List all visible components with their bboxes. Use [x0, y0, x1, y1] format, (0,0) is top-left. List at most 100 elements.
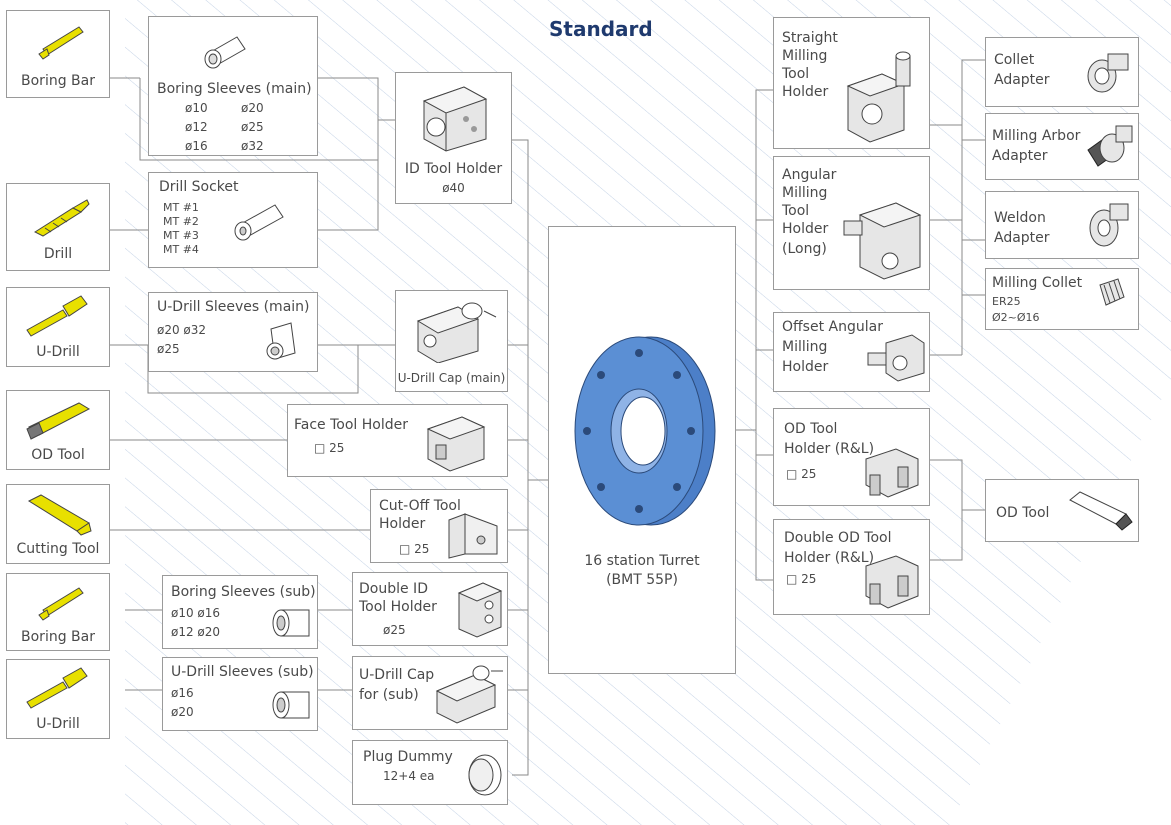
- udrill-sleeves-sub-card[interactable]: U-Drill Sleeves (sub) ø16 ø20: [162, 657, 318, 731]
- od-tool-icon: [1069, 491, 1133, 531]
- card-title: Milling Arbor: [992, 128, 1081, 144]
- od-tool-icon: [26, 402, 91, 440]
- size-value: ø16: [185, 139, 208, 153]
- size-value: □ 25: [399, 542, 430, 556]
- udrill-sleeves-main-card[interactable]: U-Drill Sleeves (main) ø20 ø32 ø25: [148, 292, 318, 372]
- plug-dummy-card[interactable]: Plug Dummy 12+4 ea: [352, 740, 508, 805]
- size-value: MT #1: [163, 201, 199, 214]
- tool-label: Boring Bar: [21, 73, 95, 89]
- double-id-holder-card[interactable]: Double ID Tool Holder ø25: [352, 572, 508, 646]
- tool-label: Drill: [43, 246, 73, 262]
- collet-adapter-icon: [1087, 53, 1129, 93]
- face-tool-holder-icon: [426, 416, 486, 472]
- card-title: Milling: [782, 48, 828, 64]
- card-title: Holder: [782, 221, 829, 237]
- tool-label: U-Drill: [36, 344, 80, 360]
- tool-label: OD Tool: [31, 447, 85, 463]
- size-value: ø10 ø16: [171, 606, 221, 620]
- card-title: Holder (R&L): [784, 441, 875, 457]
- straight-milling-holder-card[interactable]: Straight Milling Tool Holder: [773, 17, 930, 149]
- double-od-holder-card[interactable]: Double OD Tool Holder (R&L) □ 25: [773, 519, 930, 615]
- card-title: U-Drill Cap: [359, 667, 435, 683]
- boring-bar-icon: [38, 587, 84, 621]
- drill-socket-icon: [234, 204, 284, 241]
- size-value: ø12 ø20: [171, 625, 221, 639]
- size-value: MT #2: [163, 215, 199, 228]
- cutting-tool-icon: [27, 494, 92, 536]
- card-title: Collet: [994, 52, 1035, 68]
- sleeve-icon: [204, 36, 246, 69]
- plug-dummy-icon: [468, 754, 502, 796]
- card-title: Tool: [782, 66, 810, 82]
- card-title: Drill Socket: [159, 179, 239, 195]
- tool-card-u-drill[interactable]: U-Drill: [6, 287, 110, 367]
- od-tool-holder-icon: [865, 448, 919, 498]
- size-value: ø12: [185, 120, 208, 134]
- tool-card-cutting-tool[interactable]: Cutting Tool: [6, 484, 110, 564]
- udrill-cap-main-card[interactable]: U-Drill Cap (main): [395, 290, 508, 392]
- turret-title: 16 station Turret: [584, 553, 700, 569]
- straight-milling-icon: [846, 51, 911, 143]
- drill-icon: [33, 199, 90, 237]
- card-title: Double ID: [359, 581, 428, 597]
- weldon-adapter-icon: [1089, 203, 1129, 247]
- angular-milling-holder-card[interactable]: Angular Milling Tool Holder (Long): [773, 156, 930, 290]
- id-tool-holder-icon: [422, 86, 488, 152]
- cutoff-tool-holder-card[interactable]: Cut-Off Tool Holder □ 25: [370, 489, 508, 563]
- boring-sleeves-main-card[interactable]: Boring Sleeves (main) ø10 ø12 ø16 ø20 ø2…: [148, 16, 318, 156]
- drill-socket-card[interactable]: Drill Socket MT #1 MT #2 MT #3 MT #4: [148, 172, 318, 268]
- udrill-cap-sub-icon: [435, 665, 503, 724]
- turret-icon: [574, 336, 716, 526]
- od-tool-holder-card[interactable]: OD Tool Holder (R&L) □ 25: [773, 408, 930, 506]
- weldon-adapter-card[interactable]: Weldon Adapter: [985, 191, 1139, 259]
- card-title: Tool Holder: [359, 599, 437, 615]
- offset-angular-holder-card[interactable]: Offset Angular Milling Holder: [773, 312, 930, 392]
- milling-collet-card[interactable]: Milling Collet ER25 Ø2~Ø16: [985, 268, 1139, 330]
- card-title: Adapter: [992, 148, 1048, 164]
- size-value: ø25: [157, 342, 180, 356]
- card-title: Milling Collet: [992, 275, 1083, 291]
- card-title: U-Drill Sleeves (sub): [171, 664, 314, 680]
- quantity-value: 12+4 ea: [383, 769, 435, 783]
- milling-arbor-icon: [1087, 125, 1133, 167]
- face-tool-holder-card[interactable]: Face Tool Holder □ 25: [287, 404, 508, 477]
- card-title: Holder: [782, 359, 829, 375]
- size-value: ø20 ø32: [157, 323, 207, 337]
- boring-sleeves-sub-card[interactable]: Boring Sleeves (sub) ø10 ø16 ø12 ø20: [162, 575, 318, 649]
- udrill-cap-icon: [416, 302, 497, 363]
- od-tool-right-card[interactable]: OD Tool: [985, 479, 1139, 542]
- collet-adapter-card[interactable]: Collet Adapter: [985, 37, 1139, 107]
- size-value: ø25: [241, 120, 264, 134]
- tool-card-boring-bar[interactable]: Boring Bar: [6, 10, 110, 98]
- tool-card-boring-bar-sub[interactable]: Boring Bar: [6, 573, 110, 651]
- cutoff-holder-icon: [448, 513, 498, 559]
- size-value: □ 25: [314, 441, 345, 455]
- tool-card-od-tool[interactable]: OD Tool: [6, 390, 110, 470]
- card-title: ID Tool Holder: [404, 161, 503, 177]
- tool-card-u-drill-sub[interactable]: U-Drill: [6, 659, 110, 739]
- tool-label: Cutting Tool: [16, 541, 100, 557]
- size-value: □ 25: [786, 467, 817, 481]
- card-title: Double OD Tool: [784, 530, 892, 546]
- card-title: Adapter: [994, 72, 1050, 88]
- card-title: Milling: [782, 339, 828, 355]
- card-title: Boring Sleeves (sub): [171, 584, 316, 600]
- size-value: ø32: [241, 139, 264, 153]
- tool-label: U-Drill: [36, 716, 80, 732]
- card-title: OD Tool: [784, 421, 838, 437]
- id-tool-holder-card[interactable]: ID Tool Holder ø40: [395, 72, 512, 204]
- udrill-cap-sub-card[interactable]: U-Drill Cap for (sub): [352, 656, 508, 730]
- milling-arbor-adapter-card[interactable]: Milling Arbor Adapter: [985, 113, 1139, 180]
- boring-bar-icon: [38, 26, 84, 60]
- size-value: MT #3: [163, 229, 199, 242]
- sleeve-icon: [272, 691, 310, 719]
- turret-card[interactable]: 16 station Turret (BMT 55P): [548, 226, 736, 674]
- offset-angular-icon: [867, 334, 925, 382]
- card-title: Face Tool Holder: [294, 417, 408, 433]
- size-value: MT #4: [163, 243, 199, 256]
- card-title: Plug Dummy: [363, 749, 453, 765]
- u-drill-icon: [26, 667, 88, 709]
- double-od-holder-icon: [865, 555, 919, 609]
- tool-card-drill[interactable]: Drill: [6, 183, 110, 271]
